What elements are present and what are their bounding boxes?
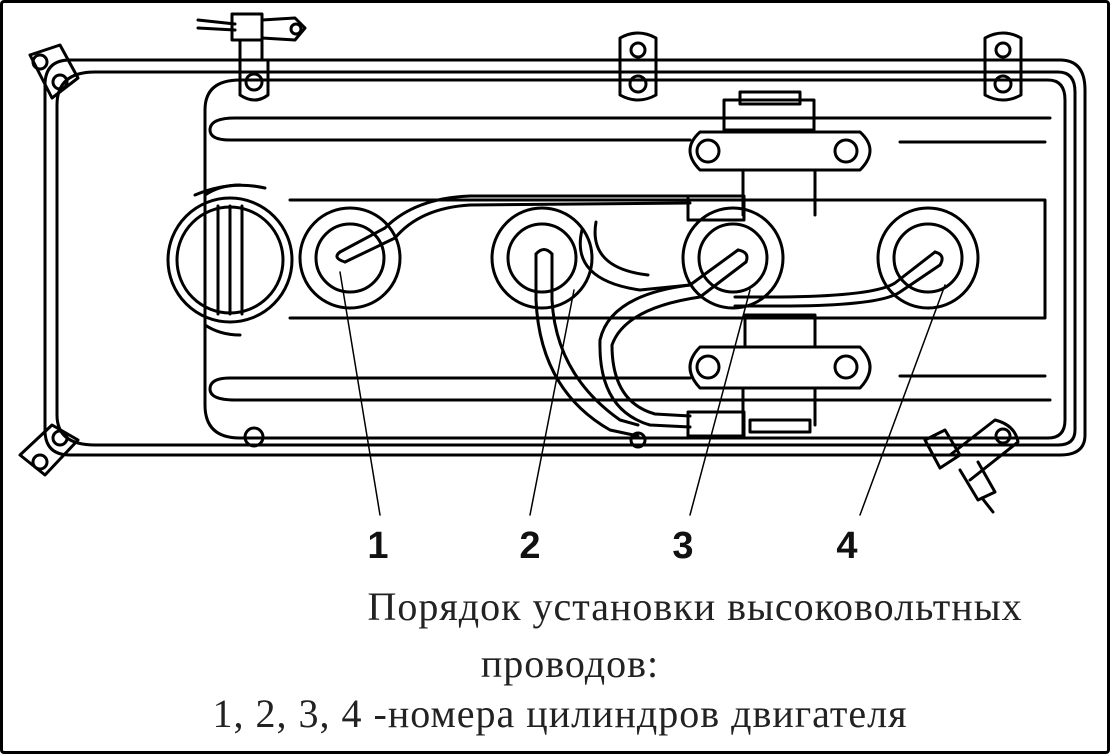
- coil-bracket-top: [686, 90, 872, 222]
- hv-wire-3: [578, 220, 749, 429]
- leader-lines: [339, 271, 946, 516]
- lug-top-2: [618, 31, 658, 102]
- cylinder-label-1: 1: [367, 525, 389, 567]
- oil-filler-cap: [166, 183, 294, 324]
- coil-bracket-bottom: [686, 313, 872, 438]
- sensor-connector-bottom: [923, 418, 1020, 514]
- plug-well-2: [490, 206, 594, 310]
- leader-line-3: [689, 289, 751, 516]
- leader-line-1: [339, 271, 381, 516]
- plug-well-3: [681, 206, 785, 310]
- hv-wire-1: [335, 194, 692, 264]
- cylinder-label-2: 2: [519, 525, 541, 567]
- lug-bottom-left: [18, 423, 80, 477]
- hv-wire-4: [733, 250, 944, 308]
- caption-line-3: 1, 2, 3, 4 -номера цилиндров двигателя: [212, 691, 908, 736]
- caption-line-2: проводов:: [480, 641, 660, 686]
- lug-top-left: [28, 43, 80, 100]
- leader-line-2: [529, 289, 575, 516]
- lug-bottom-1: [243, 426, 265, 448]
- lug-bottom-2: [629, 431, 647, 449]
- plug-well-4: [876, 206, 980, 310]
- leader-line-4: [859, 284, 946, 516]
- mounting-lugs: [18, 31, 1023, 477]
- lug-top-3: [983, 31, 1023, 102]
- cylinder-label-4: 4: [836, 525, 858, 567]
- cylinder-label-3: 3: [672, 525, 694, 567]
- sensor-connector-top: [196, 12, 307, 62]
- caption-line-1: Порядок установки высоковольтных: [367, 584, 1023, 629]
- plug-well-1: [298, 206, 402, 310]
- lug-top-1: [238, 58, 270, 102]
